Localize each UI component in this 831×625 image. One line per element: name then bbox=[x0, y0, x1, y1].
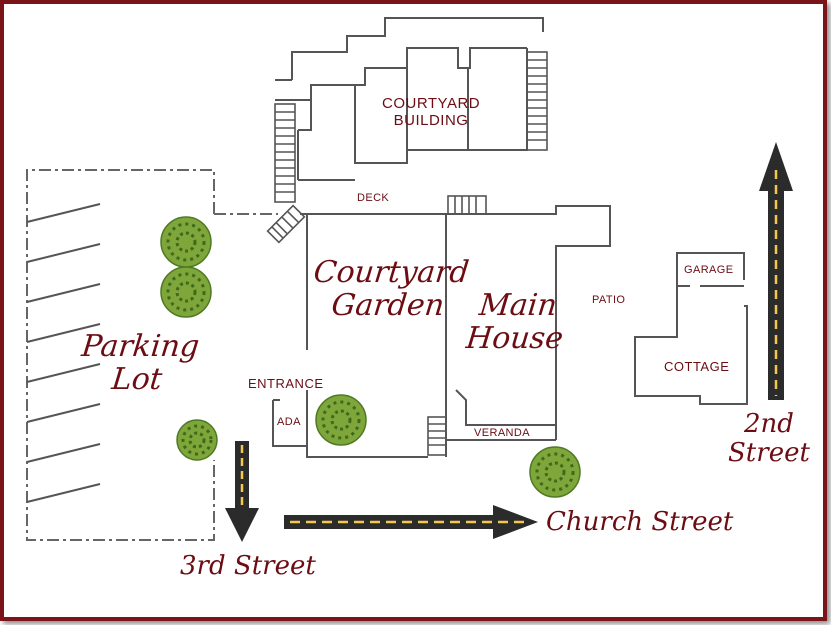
stairs-icon bbox=[427, 416, 447, 456]
label-courtyard-building: COURTYARD BUILDING bbox=[382, 95, 481, 129]
road-arrow-icon bbox=[225, 441, 259, 542]
stairs-icon bbox=[274, 103, 296, 203]
main-building-outline bbox=[272, 205, 611, 458]
label-ada: ADA bbox=[277, 416, 301, 428]
street-label-3rd: 3rd Street bbox=[180, 551, 316, 581]
street-label-church: Church Street bbox=[546, 507, 734, 537]
tree-icon bbox=[160, 266, 212, 318]
road-arrow-icon bbox=[284, 505, 538, 539]
label-patio: PATIO bbox=[592, 294, 626, 306]
parking-lot-outline bbox=[26, 169, 278, 541]
label-deck: DECK bbox=[357, 192, 390, 204]
label-entrance: ENTRANCE bbox=[248, 376, 324, 391]
label-veranda: VERANDA bbox=[474, 427, 530, 439]
tree-icon bbox=[176, 419, 218, 461]
tree-icon bbox=[529, 446, 581, 498]
stairs-icon bbox=[526, 51, 548, 151]
parking-stripes bbox=[26, 203, 101, 503]
label-parking-lot: Parking Lot bbox=[79, 329, 201, 397]
street-label-2nd: 2nd Street bbox=[728, 409, 810, 468]
road-arrow-icon bbox=[759, 142, 793, 400]
label-courtyard-garden: Courtyard Garden bbox=[311, 255, 471, 323]
label-garage: GARAGE bbox=[684, 264, 734, 276]
tree-icon bbox=[160, 216, 212, 268]
stairs-icon bbox=[447, 195, 487, 215]
cottage-outline bbox=[634, 252, 748, 405]
label-main-house: Main House bbox=[464, 288, 565, 356]
tree-icon bbox=[315, 394, 367, 446]
stairs-icon bbox=[266, 204, 306, 244]
label-cottage: COTTAGE bbox=[664, 359, 730, 374]
